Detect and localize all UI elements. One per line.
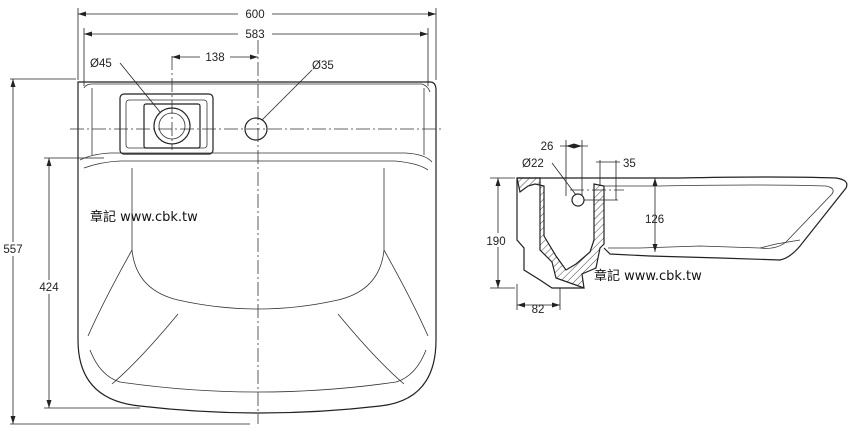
deck-front-edge-2 (83, 160, 429, 171)
tap-hole (244, 117, 268, 141)
side-basin-edge (759, 239, 801, 249)
bowl-lip (89, 349, 427, 393)
label-side-hole-diameter: Ø22 (522, 158, 544, 170)
watermark-side: 章記 www.cbk.tw (594, 268, 702, 284)
deck-top-edge (83, 83, 431, 93)
wall-section-hatched (516, 177, 605, 289)
watermark-front: 章記 www.cbk.tw (90, 209, 198, 225)
dim-138: 138 (205, 52, 224, 64)
bowl-slope-right (383, 249, 429, 337)
label-tap-hole-diameter: Ø35 (312, 60, 334, 72)
dim-600: 600 (245, 9, 264, 21)
bowl-bottom-edge (111, 313, 179, 385)
front-view: 600 583 138 Ø45 Ø35 (0, 6, 444, 425)
deck-front-edge (79, 152, 433, 163)
drain-housing (119, 93, 214, 155)
side-basin-top (517, 176, 848, 261)
basin-outline (77, 81, 437, 414)
label-drain-diameter: Ø45 (90, 58, 112, 70)
side-view: 26 Ø22 35 126 190 (483, 140, 848, 316)
side-wall-left (516, 178, 584, 289)
dim-35: 35 (623, 158, 636, 170)
side-basin-inner (604, 184, 834, 249)
bowl-bottom-edge-r (337, 313, 405, 385)
dim-557: 557 (3, 244, 22, 256)
dim-190: 190 (486, 236, 505, 248)
dim-26: 26 (541, 141, 554, 153)
dim-82: 82 (532, 304, 545, 316)
bowl-slope-left (87, 249, 133, 337)
dim-583: 583 (245, 29, 264, 41)
dim-126: 126 (645, 214, 664, 226)
dim-424: 424 (39, 282, 59, 294)
drain-housing-inner (125, 99, 208, 149)
